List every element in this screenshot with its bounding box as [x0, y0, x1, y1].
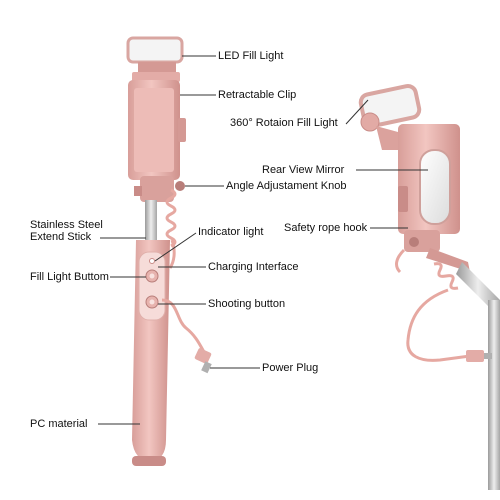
- power-plug-tip: [201, 361, 212, 374]
- rear-power-plug: [466, 350, 484, 362]
- label-stainless-steel-line2: Extend Stick: [30, 231, 92, 243]
- indicator-led: [149, 258, 155, 264]
- leader-lines: [98, 55, 428, 425]
- label-charging-interface: Charging Interface: [208, 261, 299, 273]
- label-indicator-light: Indicator light: [198, 226, 264, 238]
- label-stainless-steel-line1: Stainless Steel: [30, 219, 103, 231]
- led-fill-light-panel: [126, 36, 184, 64]
- leader-indicator-light: [154, 232, 197, 262]
- label-safety-rope-hook: Safety rope hook: [284, 222, 368, 234]
- label-power-plug: Power Plug: [262, 362, 319, 374]
- rear-coiled-cable: [433, 262, 459, 290]
- power-plug-body: [194, 348, 212, 364]
- label-rotation-fill-light: 360° Rotaion Fill Light: [230, 117, 338, 129]
- angle-knob: [175, 181, 185, 191]
- hinge-block: [140, 176, 174, 202]
- label-rear-view-mirror: Rear View Mirror: [262, 164, 345, 176]
- rear-view-mirror: [419, 149, 451, 225]
- selfie-stick-front: [126, 36, 212, 466]
- label-fill-light-button: Fill Light Buttom: [30, 271, 109, 283]
- label-pc-material: PC material: [30, 418, 88, 430]
- control-panel: [138, 251, 166, 321]
- label-retractable-clip: Retractable Clip: [218, 89, 297, 101]
- leader-rotation-fill-light: [345, 99, 369, 125]
- label-shooting-button: Shooting button: [208, 298, 286, 310]
- stainless-steel-neck: [145, 200, 157, 244]
- selfie-stick-rear: [358, 84, 500, 490]
- coiled-cable: [165, 188, 177, 248]
- label-angle-knob: Angle Adjustament Knob: [226, 180, 347, 192]
- label-led-fill-light: LED Fill Light: [218, 50, 284, 62]
